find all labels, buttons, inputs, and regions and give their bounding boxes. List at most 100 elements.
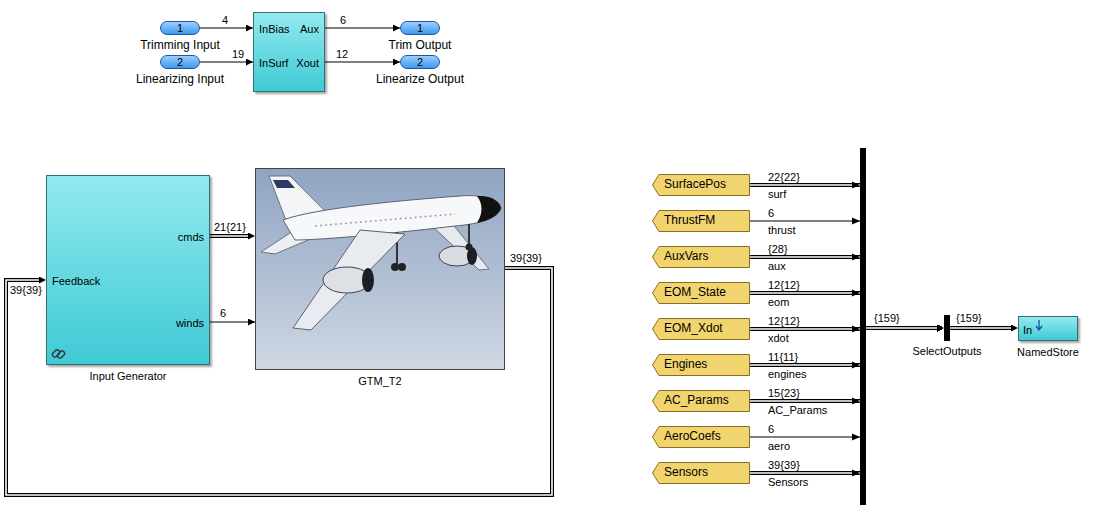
signal-dimension: 12{12}	[768, 279, 800, 291]
from-tag: EOM_Xdot	[652, 318, 750, 340]
wheel	[398, 263, 406, 271]
from-tag: EOM_State	[652, 282, 750, 304]
from-tag: AuxVars	[652, 246, 750, 268]
port-label: Trim Output	[389, 39, 452, 53]
tag-name: Engines	[664, 358, 707, 372]
from-tag: AC_Params	[652, 390, 750, 412]
signal-label: 19	[232, 48, 244, 60]
bus-signal-line	[950, 328, 1018, 329]
signal-label: aux	[768, 260, 786, 272]
tail-stripe	[273, 180, 295, 188]
wheel	[466, 244, 473, 251]
signal-label: engines	[768, 368, 807, 380]
signal-label: Sensors	[768, 476, 808, 488]
bus-signal-line	[210, 236, 255, 237]
bus-outer-line	[750, 328, 938, 401]
from-tag: ThrustFM	[652, 210, 750, 232]
arrow-head	[852, 362, 860, 369]
port-label: Linearizing Input	[136, 73, 224, 87]
tag-name: EOM_Xdot	[664, 322, 723, 336]
signal-dimension: 11{11}	[768, 351, 798, 363]
bus-outer-line	[750, 293, 938, 328]
block-name: NamedStore	[1017, 346, 1079, 359]
signal-line	[325, 62, 400, 63]
signal-dimension: {159}	[874, 312, 900, 324]
port-name: In	[1023, 323, 1032, 336]
outport-block: 2Linearize Output	[400, 55, 440, 69]
tag-name: ThrustFM	[664, 214, 715, 228]
block-name: GTM_T2	[358, 375, 401, 388]
tag-name: AuxVars	[664, 250, 708, 264]
tag-outline	[653, 247, 750, 268]
signal-label: 21{21}	[214, 221, 246, 233]
arrow-head	[852, 470, 860, 477]
tag-name: AeroCoefs	[664, 430, 721, 444]
far-wing	[430, 222, 489, 270]
tag-outline	[653, 211, 750, 232]
arrow-glyph	[1036, 320, 1042, 330]
near-wing	[293, 230, 405, 330]
signal-line	[200, 62, 253, 63]
signal-dimension: 6	[768, 207, 774, 219]
subsystem-block: InBiasInSurfAuxXout	[253, 12, 325, 92]
port-label: Linearize Output	[376, 73, 464, 87]
from-tag: Sensors	[652, 462, 750, 484]
aircraft-model-block: GTM_T2	[255, 168, 505, 370]
signal-dimension: 22{22}	[768, 171, 800, 183]
signal-label: eom	[768, 296, 789, 308]
port-name: Xout	[296, 57, 319, 70]
port-name: Aux	[300, 23, 319, 36]
arrow-head	[852, 182, 860, 189]
signal-label: 39{39}	[510, 252, 542, 264]
wire-line	[325, 62, 400, 63]
arrow-head	[852, 254, 860, 261]
bus-inner-line	[750, 328, 944, 401]
port-number: 1	[417, 22, 423, 35]
wire-line	[750, 328, 944, 437]
windows	[315, 214, 455, 226]
store-block: InNamedStore	[1018, 316, 1078, 341]
tag-outline	[653, 391, 750, 412]
from-tag: SurfacePos	[652, 174, 750, 196]
bus-inner-line	[750, 257, 944, 328]
tag-name: EOM_State	[664, 286, 726, 300]
wire-line	[325, 28, 400, 29]
library-link-icon	[51, 346, 67, 362]
bus-outer-line	[750, 328, 938, 365]
signal-label: thrust	[768, 224, 796, 236]
signal-label: surf	[768, 188, 786, 200]
signal-dimension: 39{39}	[768, 459, 800, 471]
signal-line	[750, 328, 944, 437]
signal-line	[325, 28, 400, 29]
tag-name: AC_Params	[664, 394, 729, 408]
landing-gear	[397, 224, 469, 264]
port-name: winds	[176, 317, 204, 330]
arrow-head	[852, 398, 860, 405]
sky-background	[255, 168, 505, 370]
tag-outline	[653, 175, 750, 196]
arrow-head	[852, 326, 860, 333]
nose	[477, 196, 501, 223]
bus-inner-line	[950, 327, 1018, 329]
signal-dimension: {28}	[768, 243, 788, 255]
wire-line	[200, 62, 253, 63]
signal-label: 6	[220, 307, 226, 319]
signal-label: xdot	[768, 332, 789, 344]
arrow-head	[852, 218, 860, 225]
inport-block: 1Trimming Input	[160, 21, 200, 35]
near-engine-intake	[362, 268, 374, 292]
signal-dimension: 6	[768, 423, 774, 435]
signal-label: aero	[768, 440, 790, 452]
bus-inner-line	[750, 293, 944, 328]
port-name: Feedback	[52, 275, 100, 288]
tag-name: Sensors	[664, 466, 708, 480]
tag-outline	[653, 427, 750, 448]
inport-block: 2Linearizing Input	[160, 55, 200, 69]
port-number: 2	[177, 56, 183, 69]
signal-dimension: 15{23}	[768, 387, 800, 399]
wire-line	[200, 28, 253, 29]
bus-outer-line	[750, 328, 938, 473]
bus-inner-line	[750, 185, 944, 328]
port-name: InSurf	[259, 57, 288, 70]
bus-selector: SelectOutputs	[944, 315, 950, 341]
